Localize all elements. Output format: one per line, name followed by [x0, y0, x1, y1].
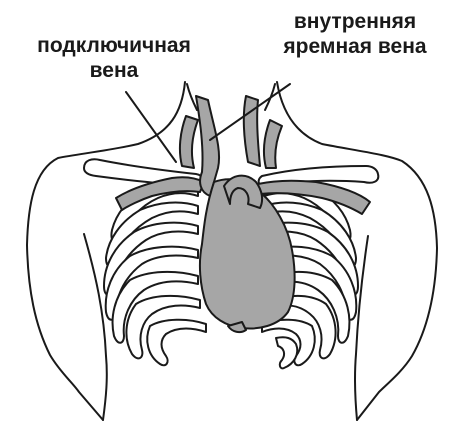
label-internal-jugular-vein: внутренняя яремная вена: [258, 9, 452, 59]
label-jugular-line2: яремная вена: [258, 34, 452, 59]
jugular-vein-left: [180, 116, 198, 168]
rib-cage-left: [104, 184, 206, 365]
label-subclavian-line1: подключичная: [0, 33, 228, 58]
jugular-vein-right-outer: [264, 120, 282, 168]
label-subclavian-vein: подключичная вена: [0, 33, 228, 83]
pointer-subclavian: [126, 92, 176, 162]
arm-line-left: [84, 234, 107, 420]
label-subclavian-line2: вена: [0, 58, 228, 83]
heart: [200, 179, 295, 328]
label-jugular-line1: внутренняя: [258, 9, 452, 34]
arm-line-right: [355, 236, 368, 420]
